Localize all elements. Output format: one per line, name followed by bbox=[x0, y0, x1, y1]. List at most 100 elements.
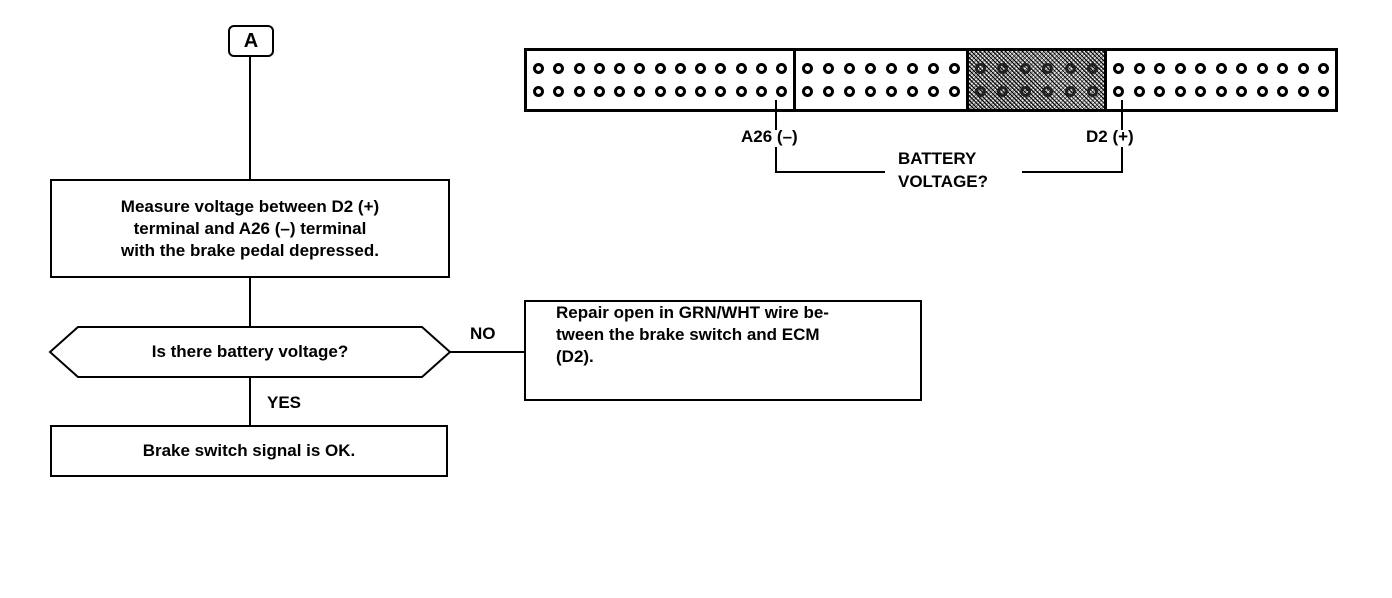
probe-lead-d2-horizontal bbox=[1022, 171, 1123, 173]
connector-pin bbox=[1318, 86, 1329, 97]
connector-pin bbox=[1042, 86, 1054, 97]
pin-row-bottom bbox=[802, 86, 960, 97]
connector-pin bbox=[1133, 63, 1145, 74]
connector-pin bbox=[928, 63, 939, 74]
pin-row-top bbox=[975, 63, 1098, 74]
measure-step-line-3: with the brake pedal depressed. bbox=[121, 240, 379, 260]
connector-pin bbox=[674, 86, 686, 97]
connector-pin bbox=[1236, 86, 1247, 97]
connector-pin bbox=[553, 63, 565, 74]
result-no-line-1: Repair open in GRN/WHT wire be- bbox=[556, 303, 829, 322]
connector-pin bbox=[1174, 86, 1186, 97]
pin-row-top bbox=[1113, 63, 1329, 74]
pin-row-bottom bbox=[975, 86, 1098, 97]
connector-pin bbox=[1113, 63, 1124, 74]
connector-pin bbox=[695, 63, 706, 74]
connector-pin bbox=[1019, 86, 1031, 97]
connector-line-measure-to-decision bbox=[249, 278, 251, 327]
connector-pin bbox=[634, 86, 646, 97]
connector-pin bbox=[997, 63, 1009, 74]
measurement-label-line-1: BATTERY bbox=[898, 149, 977, 168]
connector-pin bbox=[823, 63, 834, 74]
connector-line-no-branch bbox=[450, 351, 525, 353]
connector-pin bbox=[776, 63, 787, 74]
decision-shape bbox=[48, 326, 452, 378]
terminal-positive-label: D2 (+) bbox=[1086, 127, 1134, 146]
terminal-negative-label: A26 (–) bbox=[741, 127, 798, 146]
connector-block-c bbox=[969, 51, 1107, 109]
measure-step-line-2: terminal and A26 (–) terminal bbox=[133, 218, 367, 238]
connector-pin bbox=[1256, 86, 1268, 97]
branch-yes-label: YES bbox=[267, 393, 302, 412]
connector-pin bbox=[1064, 86, 1076, 97]
connector-pin bbox=[755, 86, 767, 97]
connector-block-b bbox=[796, 51, 969, 109]
start-marker-label: A bbox=[243, 30, 259, 52]
connector-pin bbox=[802, 63, 813, 74]
connector-pin bbox=[654, 86, 666, 97]
connector-pin bbox=[776, 86, 787, 97]
connector-pin bbox=[1019, 63, 1031, 74]
connector-pin bbox=[1174, 63, 1186, 74]
connector-pin bbox=[1277, 63, 1288, 74]
connector-pin bbox=[865, 63, 876, 74]
connector-pin bbox=[928, 86, 939, 97]
connector-pin bbox=[735, 63, 747, 74]
connector-pin bbox=[1236, 63, 1247, 74]
connector-pin bbox=[844, 63, 855, 74]
connector-pin bbox=[654, 63, 666, 74]
connector-pin bbox=[1133, 86, 1145, 97]
connector-pin bbox=[614, 63, 625, 74]
connector-pin bbox=[573, 63, 585, 74]
connector-pin bbox=[533, 63, 544, 74]
connector-pin bbox=[695, 86, 706, 97]
connector-pin bbox=[802, 86, 813, 97]
start-marker-a: A bbox=[228, 25, 274, 57]
connector-pin bbox=[997, 86, 1009, 97]
connector-pin bbox=[949, 63, 960, 74]
probe-lead-a26-horizontal bbox=[775, 171, 885, 173]
connector-pin bbox=[1154, 86, 1165, 97]
measurement-label-line-2: VOLTAGE? bbox=[898, 172, 989, 191]
connector-pin bbox=[573, 86, 585, 97]
pin-row-top bbox=[802, 63, 960, 74]
connector-pin bbox=[1195, 86, 1206, 97]
ecm-connector bbox=[524, 48, 1338, 112]
connector-pin bbox=[1215, 63, 1227, 74]
connector-pin bbox=[553, 86, 565, 97]
connector-pin bbox=[1154, 63, 1165, 74]
connector-pin bbox=[1215, 86, 1227, 97]
connector-pin bbox=[1277, 86, 1288, 97]
decision-question: Is there battery voltage? bbox=[151, 342, 349, 361]
probe-lead-a26 bbox=[775, 100, 777, 130]
connector-pin bbox=[634, 63, 646, 74]
connector-pin bbox=[715, 86, 727, 97]
measure-step-line-1: Measure voltage between D2 (+) bbox=[120, 196, 380, 216]
pin-row-bottom bbox=[533, 86, 787, 97]
connector-pin bbox=[949, 86, 960, 97]
connector-pin bbox=[1297, 86, 1309, 97]
branch-no-label: NO bbox=[470, 324, 496, 343]
result-yes-box: Brake switch signal is OK. bbox=[50, 425, 448, 477]
result-no-line-2: tween the brake switch and ECM bbox=[556, 325, 820, 344]
connector-pin bbox=[907, 63, 918, 74]
connector-pin bbox=[1064, 63, 1076, 74]
connector-pin bbox=[844, 86, 855, 97]
pin-row-bottom bbox=[1113, 86, 1329, 97]
probe-lead-d2-lower bbox=[1121, 147, 1123, 173]
connector-pin bbox=[533, 86, 544, 97]
result-no-box: Repair open in GRN/WHT wire be- tween th… bbox=[524, 300, 922, 401]
connector-pin bbox=[975, 63, 986, 74]
connector-pin bbox=[715, 63, 727, 74]
connector-pin bbox=[823, 86, 834, 97]
measure-step-box: Measure voltage between D2 (+) terminal … bbox=[50, 179, 450, 278]
result-yes-text: Brake switch signal is OK. bbox=[142, 441, 356, 460]
connector-pin bbox=[735, 86, 747, 97]
connector-pin bbox=[674, 63, 686, 74]
connector-pin bbox=[755, 63, 767, 74]
connector-block-a bbox=[527, 51, 796, 109]
result-no-line-3: (D2). bbox=[556, 347, 594, 366]
connector-pin bbox=[614, 86, 625, 97]
connector-pin bbox=[886, 86, 897, 97]
connector-pin bbox=[886, 63, 897, 74]
